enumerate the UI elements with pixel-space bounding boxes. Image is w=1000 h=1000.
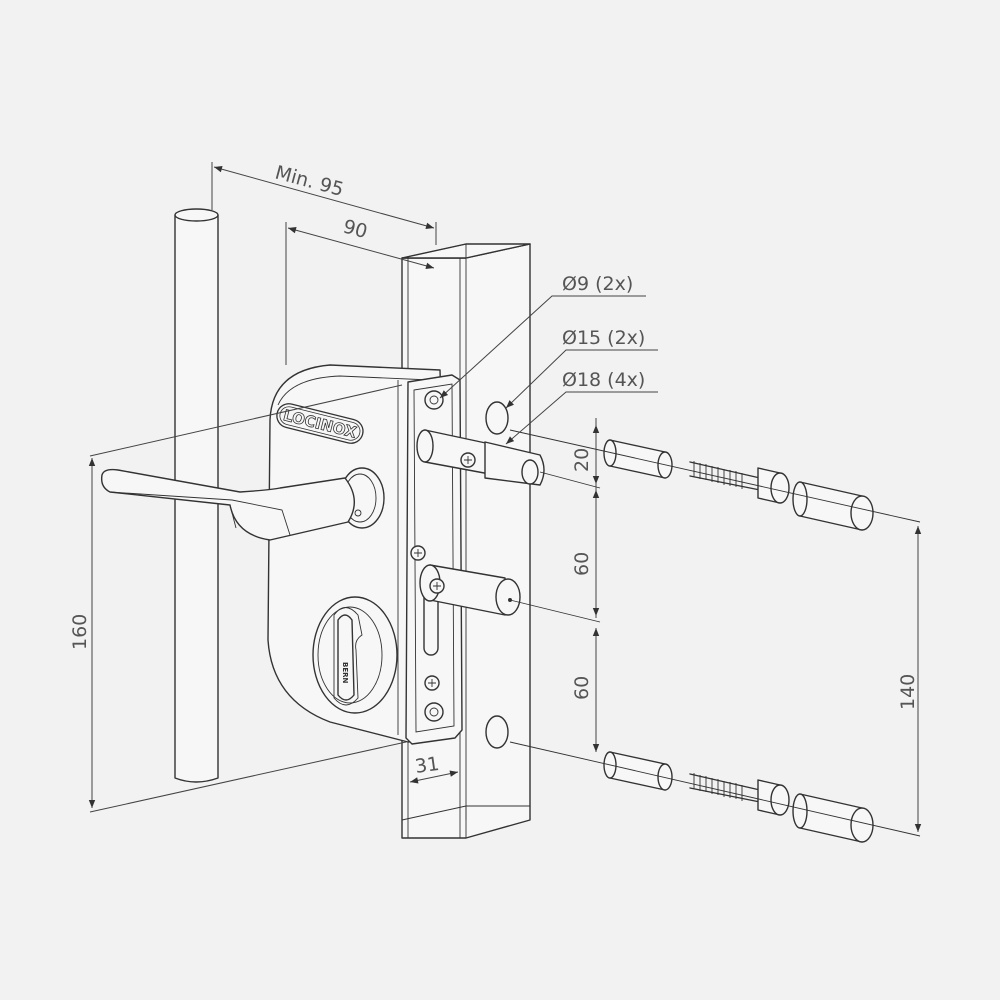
label-d9: Ø9 (2x) bbox=[562, 273, 633, 295]
fixing-set-top bbox=[603, 439, 874, 531]
post-hole-top bbox=[485, 401, 509, 435]
screw-bottom bbox=[424, 702, 444, 722]
label-140: 140 bbox=[897, 674, 919, 710]
upper-latch-bolt bbox=[416, 429, 545, 486]
euro-cylinder: BERN bbox=[312, 596, 398, 714]
center-lines bbox=[509, 429, 921, 837]
svg-text:BERN: BERN bbox=[341, 662, 349, 684]
post-hole-bottom bbox=[485, 715, 509, 749]
label-min-95: Min. 95 bbox=[273, 162, 346, 201]
fixing-set-bottom bbox=[603, 751, 874, 843]
label-d15: Ø15 (2x) bbox=[562, 327, 645, 349]
label-160: 160 bbox=[69, 614, 91, 650]
lever-handle bbox=[100, 467, 385, 541]
label-90: 90 bbox=[341, 216, 370, 244]
label-d18: Ø18 (4x) bbox=[562, 369, 645, 391]
label-20: 20 bbox=[571, 448, 593, 472]
faceplate bbox=[405, 374, 463, 745]
screw-top bbox=[424, 390, 444, 410]
label-60-upper: 60 bbox=[571, 552, 593, 576]
label-31: 31 bbox=[414, 753, 441, 778]
label-60-lower: 60 bbox=[571, 676, 593, 700]
dimension-lines bbox=[88, 162, 922, 832]
